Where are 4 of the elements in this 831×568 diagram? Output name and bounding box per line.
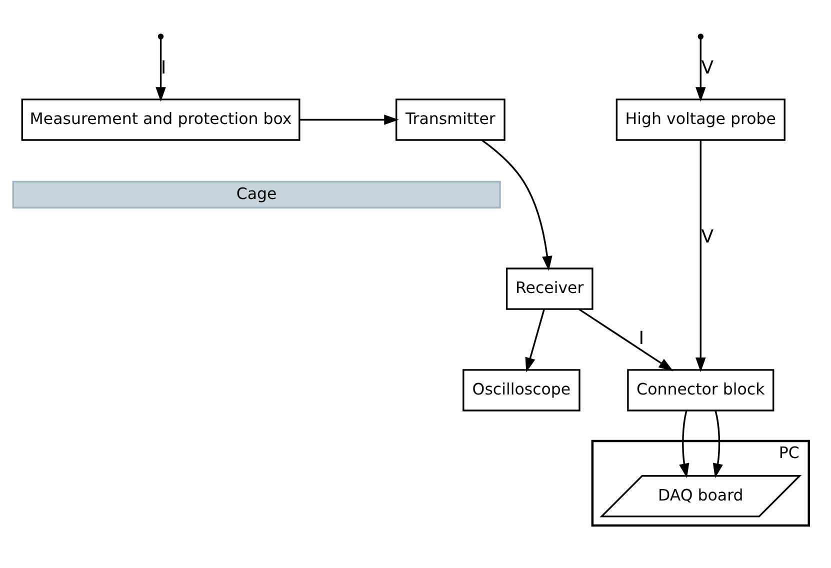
edge-label: V [701,56,714,78]
edge-label: I [160,56,166,78]
edge-label: V [701,226,714,247]
edge-label: I [638,327,644,348]
